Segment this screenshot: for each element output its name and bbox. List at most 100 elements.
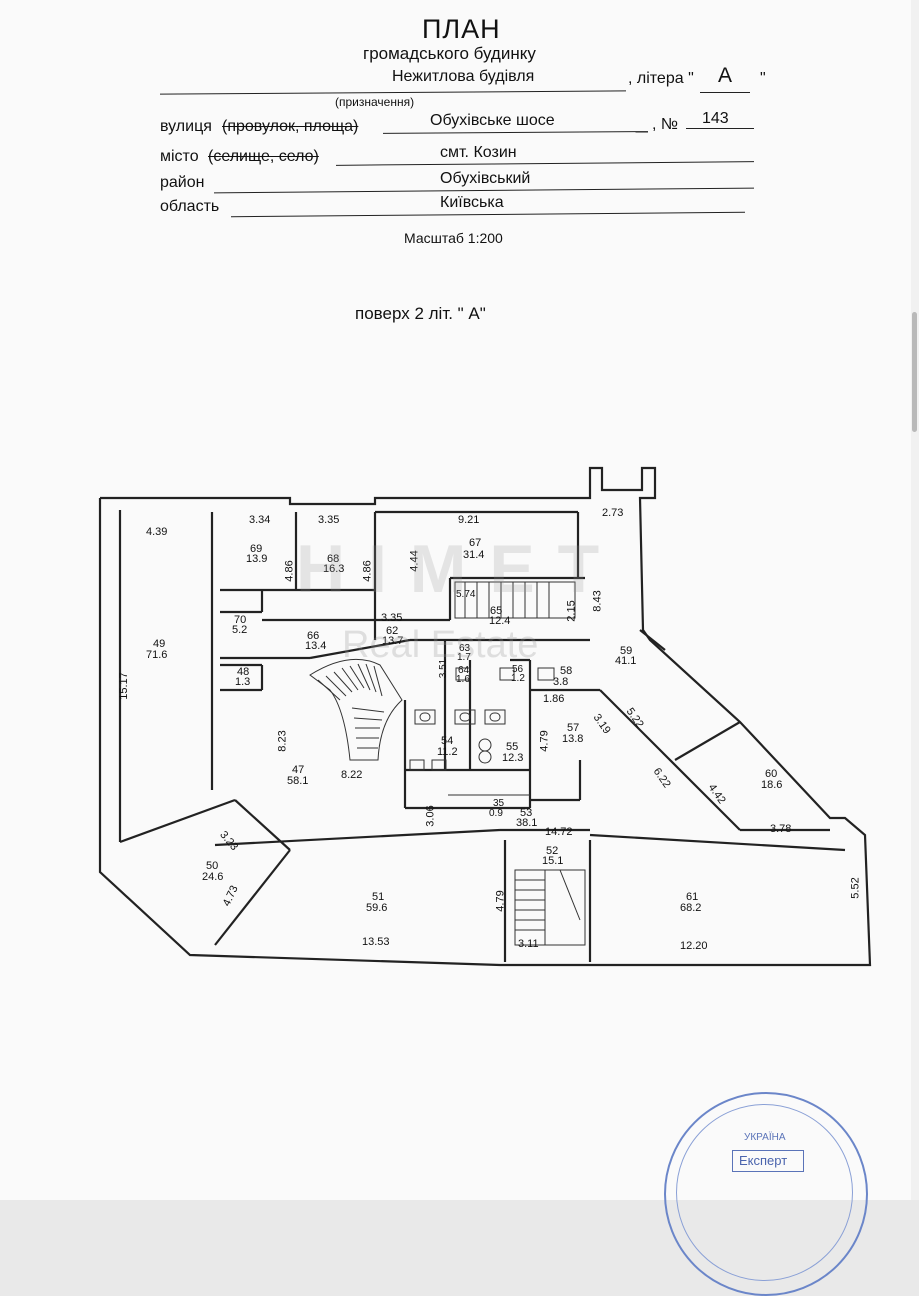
room-54-number: 54 (441, 735, 454, 747)
room-35-area: 0.9 (489, 808, 503, 819)
floor-label: поверх 2 літ. " А" (355, 304, 486, 323)
dimension-label: 3.35 (381, 612, 403, 624)
dimension-label: 8.22 (341, 769, 363, 781)
room-67-area: 31.4 (463, 549, 485, 561)
street-label: вулиця (160, 118, 212, 135)
number-label: , № (652, 116, 679, 133)
dimension-label: 4.86 (283, 560, 296, 582)
dimension-label: 4.79 (494, 890, 507, 912)
room-63-area: 1.7 (457, 652, 471, 663)
room-64-area: 1.6 (456, 674, 470, 685)
number-value: 143 (702, 110, 729, 127)
purpose-value: Нежитлова будівля (392, 68, 535, 85)
street-struck: (провулок, площа) (222, 118, 359, 135)
plan-subtitle: громадського будинку (363, 44, 536, 63)
plan-stairs (309, 581, 586, 946)
scale-label: Масштаб 1:200 (404, 230, 503, 246)
dimension-label: 2.73 (602, 507, 624, 519)
dimension-label: 15.17 (117, 672, 130, 700)
room-70-number: 70 (234, 614, 247, 626)
room-62-number: 62 (386, 625, 399, 637)
room-50-area: 24.6 (202, 871, 224, 883)
dimension-label: 12.20 (680, 940, 708, 952)
room-60-area: 18.6 (761, 779, 783, 791)
room-59-area: 41.1 (615, 655, 637, 667)
dimension-label: 3.06 (424, 805, 437, 827)
dimension-label: 4.79 (538, 730, 551, 752)
room-58-area: 3.8 (553, 676, 569, 688)
room-67-number: 67 (469, 537, 482, 549)
room-53-number: 53 (520, 807, 533, 819)
plan-fixtures (409, 667, 555, 796)
room-61-number: 61 (686, 891, 699, 903)
room-66-number: 66 (307, 630, 320, 642)
room-58-number: 58 (560, 665, 573, 677)
room-57-area: 13.8 (562, 733, 584, 745)
room-47-area: 58.1 (287, 775, 309, 787)
room-55-area: 12.3 (502, 752, 524, 764)
room-49-number: 49 (153, 638, 166, 650)
watermark-logo: Н І М Е Т (296, 531, 602, 607)
room-54-area: 11.2 (437, 746, 458, 758)
room-35-number: 35 (493, 798, 505, 809)
dimension-label: 4.39 (146, 526, 168, 538)
dimension-label: 8.23 (276, 730, 289, 752)
purpose-caption: (призначення) (335, 95, 415, 109)
dimension-label: 9.21 (458, 514, 480, 526)
room-57-number: 57 (567, 722, 580, 734)
street-value: Обухівське шосе (430, 112, 555, 129)
city-label: місто (160, 148, 199, 165)
room-66-area: 13.4 (305, 640, 327, 652)
dimension-label: 5.74 (456, 589, 476, 600)
dimension-label: 5.52 (849, 877, 862, 899)
room-49-area: 71.6 (146, 649, 168, 661)
room-69-area: 13.9 (246, 553, 268, 565)
dimension-label: 13.53 (362, 936, 390, 948)
litera-label: , літера " (628, 70, 694, 87)
plan-walls (98, 466, 872, 967)
room-48-area: 1.3 (235, 676, 251, 688)
room-52-number: 52 (546, 845, 559, 857)
city-value: смт. Козин (440, 144, 517, 161)
room-55-number: 55 (506, 741, 519, 753)
room-51-area: 59.6 (366, 902, 388, 914)
dimension-label: 1.86 (543, 693, 565, 705)
room-56-area: 1.2 (511, 673, 525, 684)
room-62-area: 13.7 (382, 635, 404, 647)
dimension-label: 3.34 (249, 514, 271, 526)
room-51-number: 51 (372, 891, 385, 903)
stamp-sub: УКРАЇНА (744, 1132, 786, 1143)
city-struck: (селище, село) (208, 148, 319, 165)
scrollbar-track[interactable] (911, 0, 919, 1200)
room-69-number: 69 (250, 543, 263, 555)
room-48-number: 48 (237, 666, 250, 678)
stamp-box: Експерт (732, 1150, 804, 1172)
watermark-text: Real Estate (342, 624, 539, 666)
district-value: Обухівський (440, 170, 531, 187)
dimension-label: 3.78 (770, 823, 792, 835)
number-underline (686, 128, 754, 129)
room-68-number: 68 (327, 553, 340, 565)
room-70-area: 5.2 (232, 624, 248, 636)
scrollbar-thumb[interactable] (912, 312, 917, 432)
dimension-label: 3.35 (318, 514, 340, 526)
region-value: Київська (440, 194, 504, 211)
region-label: область (160, 198, 220, 215)
plan-title: ПЛАН (422, 14, 501, 44)
district-label: район (160, 174, 205, 191)
room-63-number: 63 (459, 643, 471, 654)
room-53-area: 38.1 (516, 817, 538, 829)
litera-value: А (718, 64, 733, 87)
litera-underline (700, 92, 750, 93)
litera-close: " (760, 70, 766, 87)
room-65-number: 65 (490, 605, 503, 617)
dimension-label: 14.72 (545, 826, 573, 838)
dimension-label: 3.11 (518, 938, 539, 950)
room-61-area: 68.2 (680, 902, 702, 914)
room-50-number: 50 (206, 860, 219, 872)
room-68-area: 16.3 (323, 563, 345, 575)
room-56-number: 56 (512, 664, 524, 675)
room-47-number: 47 (292, 764, 305, 776)
room-52-area: 15.1 (542, 855, 564, 867)
